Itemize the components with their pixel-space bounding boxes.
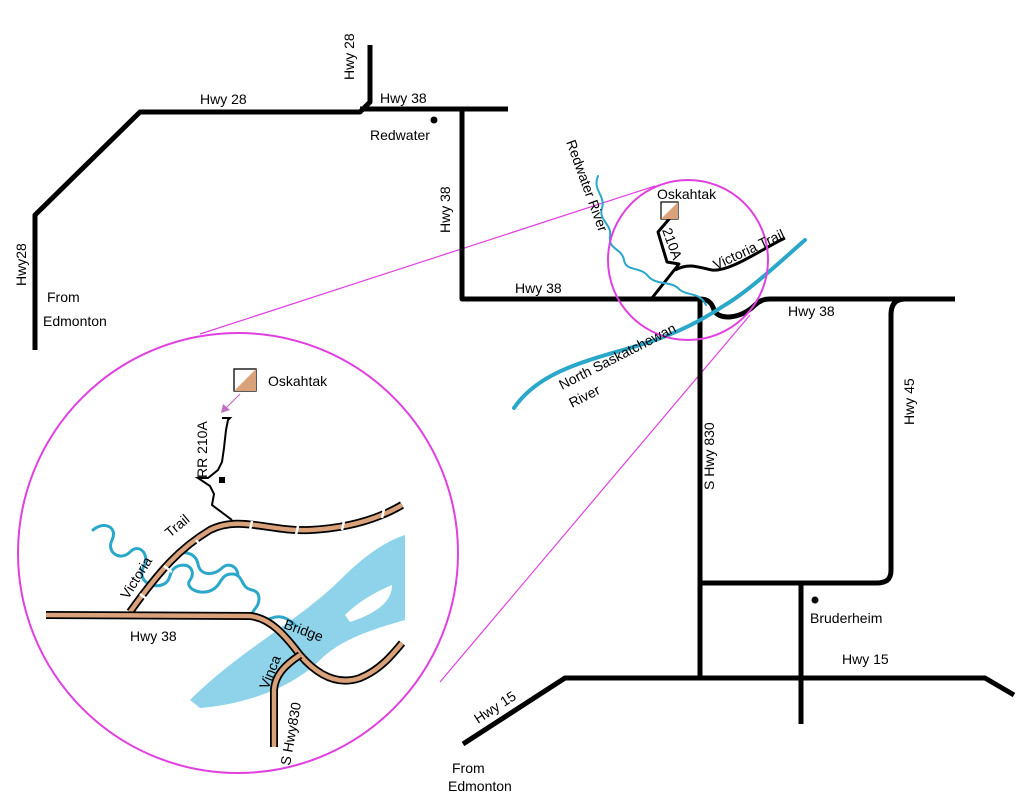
town-dot-bruderheim bbox=[811, 596, 819, 604]
zoom-circle-small bbox=[607, 179, 769, 341]
label-hwy28-left: Hwy28 bbox=[13, 243, 29, 286]
inset-label-oskahtak: Oskahtak bbox=[268, 373, 328, 389]
label-hwy38-mid: Hwy 38 bbox=[515, 280, 562, 296]
inset-sandbar bbox=[345, 585, 392, 622]
zoom-circle-inset bbox=[17, 332, 459, 774]
label-oskahtak: Oskahtak bbox=[657, 186, 717, 202]
label-redwater: Redwater bbox=[370, 127, 430, 143]
road-hwy-28 bbox=[32, 45, 373, 350]
inset-label-victoria: Victoria bbox=[117, 554, 155, 602]
inset-river-loop bbox=[168, 551, 240, 578]
label-edmonton-bottom: Edmonton bbox=[448, 778, 512, 794]
rivers bbox=[512, 175, 807, 410]
inset-label-trail: Trail bbox=[162, 511, 193, 540]
label-from: From bbox=[47, 289, 80, 305]
river-north-saskatchewan bbox=[512, 238, 807, 410]
road-victoria-trail bbox=[674, 236, 786, 272]
inset-label-rr210a: RR 210A bbox=[194, 421, 210, 478]
inset-trail-dashes bbox=[139, 508, 386, 601]
label-bruderheim: Bruderheim bbox=[810, 610, 882, 626]
label-s-hwy-830: S Hwy 830 bbox=[701, 422, 717, 490]
inset-redwater-river bbox=[91, 524, 298, 628]
inset-label-hwy38: Hwy 38 bbox=[130, 628, 177, 644]
inset-river-band bbox=[190, 535, 405, 708]
label-north-saskatchewan: North Saskatchewan bbox=[556, 320, 678, 393]
road-210a bbox=[650, 217, 681, 299]
inset-map: Oskahtak RR 210A Victoria Trail Hwy 38 B… bbox=[17, 332, 459, 774]
river-redwater bbox=[595, 175, 707, 306]
label-hwy28-vertical: Hwy 28 bbox=[341, 33, 357, 80]
inset-label-s-hwy830: S Hwy830 bbox=[277, 701, 304, 767]
road-hwy-38 bbox=[459, 109, 955, 320]
inset-building-icon bbox=[219, 477, 225, 483]
label-hwy15-right: Hwy 15 bbox=[842, 651, 889, 667]
label-redwater-river: Redwater River bbox=[563, 138, 611, 234]
label-hwy38-vertical: Hwy 38 bbox=[437, 186, 453, 233]
road-hwy-15 bbox=[461, 675, 1016, 747]
label-hwy28-top: Hwy 28 bbox=[200, 91, 247, 107]
inset-arrow-head-icon bbox=[221, 404, 230, 413]
roads bbox=[32, 45, 1016, 747]
label-hwy38-right: Hwy 38 bbox=[788, 303, 835, 319]
label-hwy38-top: Hwy 38 bbox=[380, 90, 427, 106]
label-hwy45: Hwy 45 bbox=[901, 378, 917, 425]
inset-road-rr210a bbox=[194, 417, 233, 521]
inset-oskahtak-icon bbox=[233, 368, 257, 392]
oskahtak-marker-icon bbox=[660, 201, 679, 220]
town-dot-redwater bbox=[430, 116, 438, 124]
inset-s-hwy830 bbox=[271, 653, 302, 747]
zoom-line-top bbox=[199, 185, 656, 335]
label-from-bottom: From bbox=[452, 760, 485, 776]
road-hwy-45 bbox=[700, 296, 906, 586]
label-edmonton: Edmonton bbox=[43, 313, 107, 329]
inset-hwy38 bbox=[45, 612, 404, 683]
